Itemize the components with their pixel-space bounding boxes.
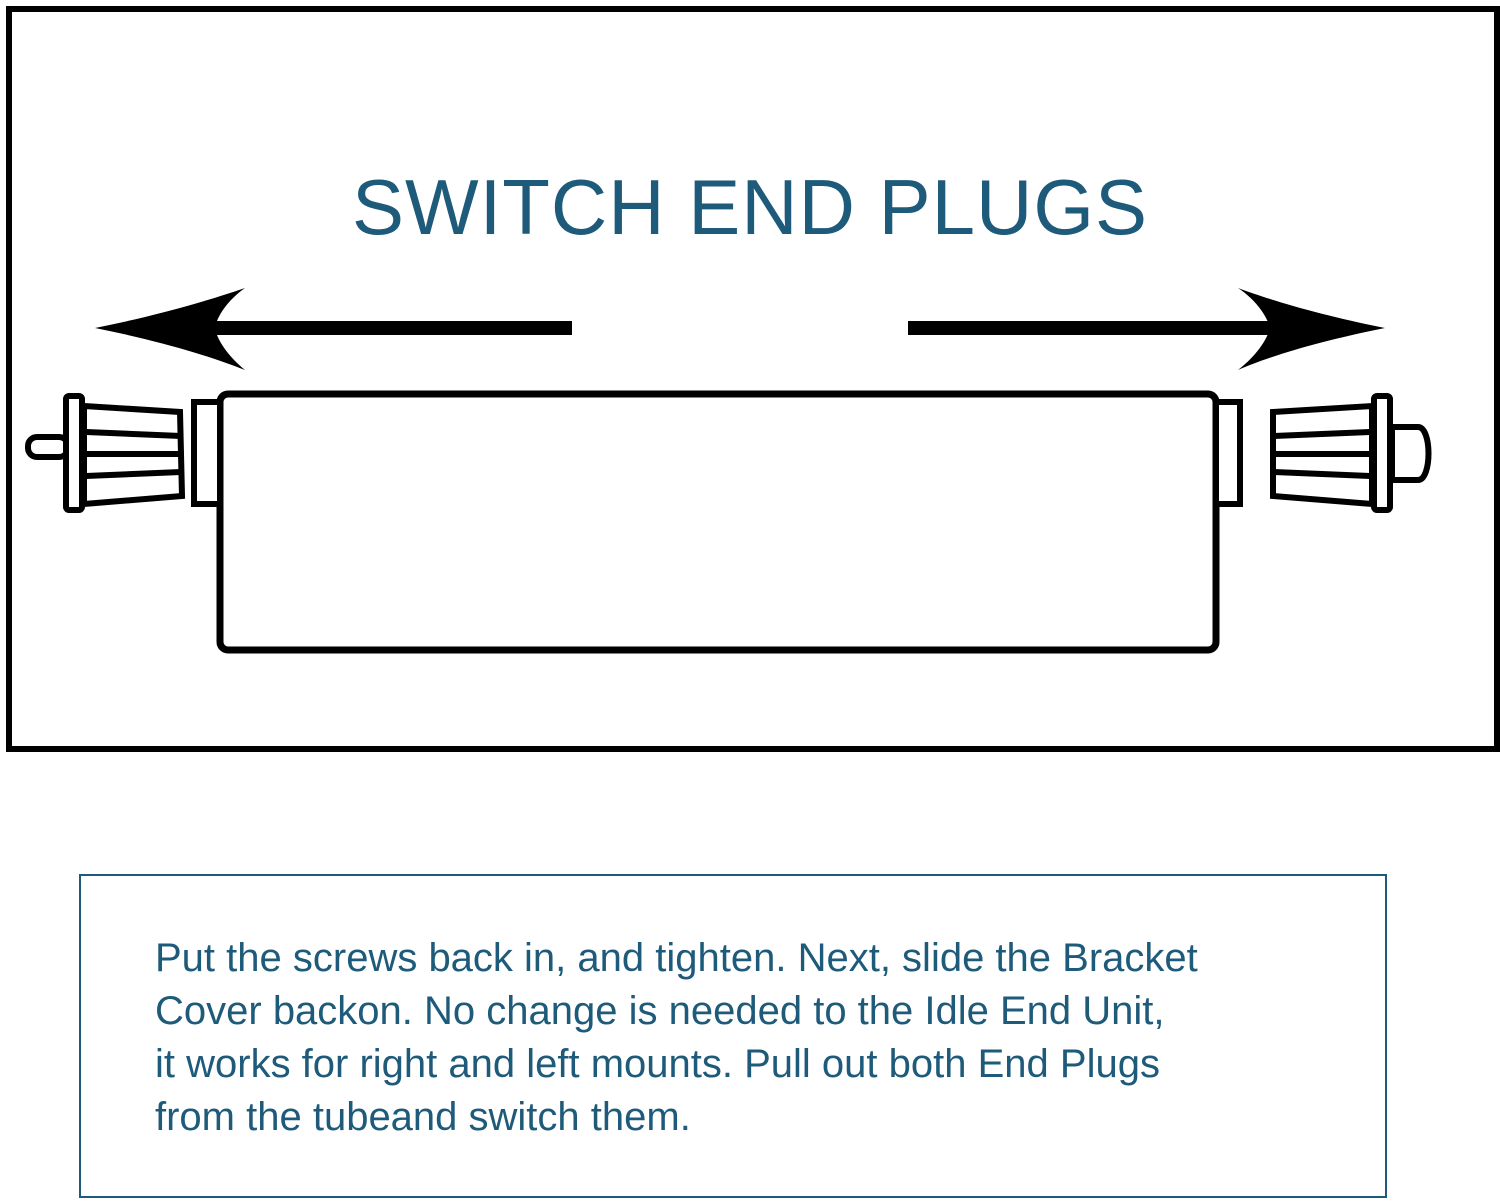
instruction-line: it works for right and left mounts. Pull… <box>155 1042 1160 1086</box>
instruction-line: Put the screws back in, and tighten. Nex… <box>155 936 1198 980</box>
left-arrow-icon <box>95 288 572 370</box>
instruction-line: Cover backon. No change is needed to the… <box>155 989 1165 1033</box>
instruction-line: from the tubeand switch them. <box>155 1095 691 1139</box>
diagram-title: SWITCH END PLUGS <box>351 163 1149 251</box>
right-arrow-icon <box>908 288 1385 370</box>
right-end-plug-icon <box>1270 393 1432 513</box>
instruction-box <box>79 874 1387 1198</box>
roller-tube <box>191 390 1243 654</box>
instruction-text: Put the screws back in, and tighten. Nex… <box>155 932 1355 1144</box>
left-end-plug-icon <box>25 393 186 513</box>
roller-tube-diagram <box>25 288 1432 654</box>
